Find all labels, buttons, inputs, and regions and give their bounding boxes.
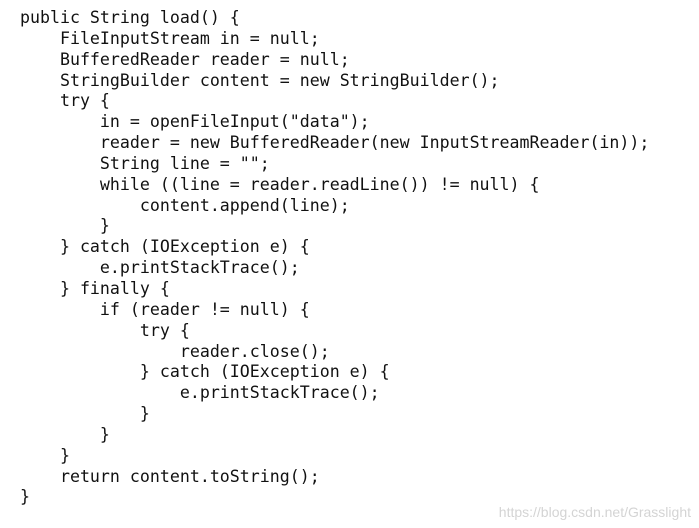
code-line-4: StringBuilder content = new StringBuilde… <box>20 70 500 90</box>
code-line-1: public String load() { <box>20 8 240 27</box>
code-line-10: content.append(line); <box>20 195 350 215</box>
code-line-20: } <box>20 404 150 424</box>
code-line-23: return content.toString(); <box>20 466 320 486</box>
code-line-13: e.printStackTrace(); <box>20 258 300 278</box>
code-line-12: } catch (IOException e) { <box>20 237 310 257</box>
code-line-17: reader.close(); <box>20 341 330 361</box>
code-line-7: reader = new BufferedReader(new InputStr… <box>20 133 650 153</box>
code-line-16: try { <box>20 320 190 340</box>
code-line-8: String line = ""; <box>20 153 270 173</box>
code-line-14: } finally { <box>20 278 170 298</box>
code-line-18: } catch (IOException e) { <box>20 362 390 382</box>
code-line-6: in = openFileInput("data"); <box>20 112 370 132</box>
code-line-11: } <box>20 216 110 236</box>
code-line-5: try { <box>20 91 110 111</box>
code-line-19: e.printStackTrace(); <box>20 383 380 403</box>
code-line-24: } <box>20 487 30 507</box>
code-line-2: FileInputStream in = null; <box>20 28 320 48</box>
code-line-3: BufferedReader reader = null; <box>20 49 350 69</box>
code-line-21: } <box>20 424 110 444</box>
watermark-url: https://blog.csdn.net/Grasslight <box>498 504 691 520</box>
code-line-22: } <box>20 445 70 465</box>
code-line-15: if (reader != null) { <box>20 299 310 319</box>
code-line-9: while ((line = reader.readLine()) != nul… <box>20 174 540 194</box>
